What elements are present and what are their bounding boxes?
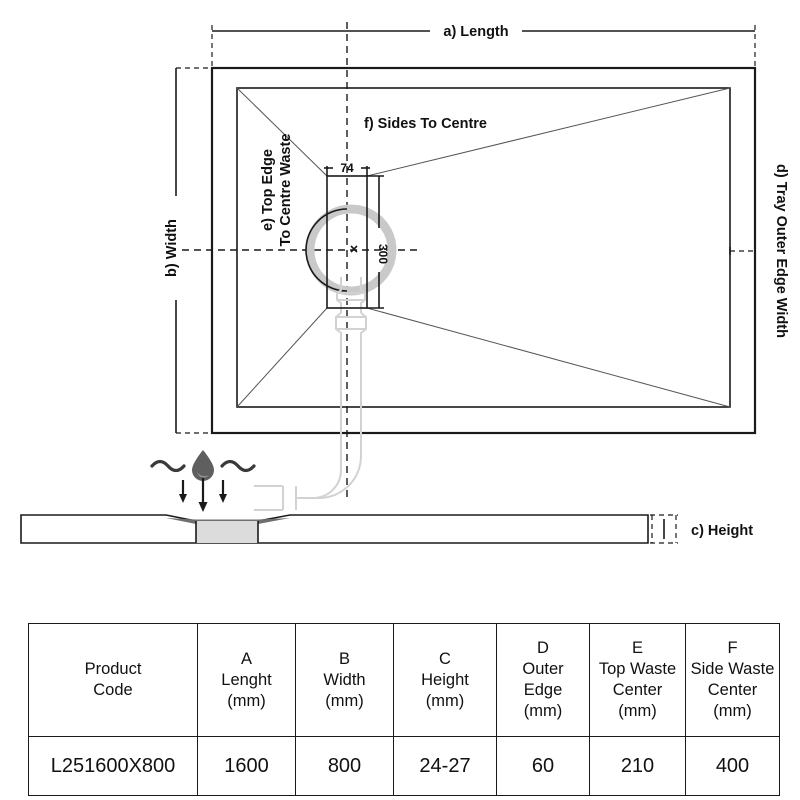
cell-product-code: L251600X800 <box>28 736 198 796</box>
waste-centre-lines <box>182 22 420 500</box>
label-top-edge-line1: e) Top Edge <box>260 149 276 231</box>
spec-table: Product Code A Lenght (mm) B Width (mm) <box>28 623 780 796</box>
drain-pipe-icon <box>254 277 367 511</box>
header-outer-edge-name: Outer <box>522 660 564 678</box>
slope-top-right <box>366 87 731 177</box>
label-top-edge-line2: To Centre Waste <box>278 134 294 247</box>
header-top-waste-letter: E <box>631 639 643 657</box>
header-outer-edge: D Outer Edge (mm) <box>496 623 590 737</box>
header-top-waste-name2: Center <box>612 681 663 699</box>
header-product-code-line2: Code <box>93 681 133 699</box>
down-arrow-icon <box>179 478 227 512</box>
header-outer-edge-unit: (mm) <box>523 702 563 720</box>
header-width-letter: B <box>338 649 350 668</box>
header-height-letter: C <box>439 649 451 668</box>
slope-lines <box>236 87 731 408</box>
header-outer-edge-letter: D <box>537 639 549 657</box>
header-length-unit: (mm) <box>227 691 266 710</box>
header-height: C Height (mm) <box>393 623 497 737</box>
label-height: c) Height <box>691 523 753 539</box>
slope-bottom-right <box>366 307 731 408</box>
tray-side-profile <box>20 514 649 544</box>
header-length: A Lenght (mm) <box>197 623 296 737</box>
header-width-unit: (mm) <box>325 691 364 710</box>
cell-top-waste-center: 210 <box>589 736 686 796</box>
height-dimension: c) Height <box>650 514 753 544</box>
header-width-name: Width <box>323 670 366 689</box>
spec-table-body: L251600X800 1600 800 24-27 60 210 400 <box>28 736 780 796</box>
drain-inner-arc <box>305 208 348 292</box>
header-top-waste-unit: (mm) <box>618 702 657 720</box>
table-header-row: Product Code A Lenght (mm) B Width (mm) <box>28 623 780 737</box>
header-product-code: Product Code <box>28 623 198 737</box>
label-sides-to-centre: f) Sides To Centre <box>364 116 487 132</box>
technical-drawing: a) Length b) Width <box>20 22 789 544</box>
header-product-code-line1: Product <box>84 660 142 678</box>
droplet-icon <box>192 450 214 481</box>
header-top-waste-center: E Top Waste Center (mm) <box>589 623 686 737</box>
waste-height-dimension: 300 <box>367 175 390 309</box>
header-side-waste-name: Side Waste <box>690 660 775 678</box>
label-tray-outer-edge-width: d) Tray Outer Edge Width <box>773 164 789 338</box>
label-top-edge-to-centre-waste: e) Top Edge To Centre Waste <box>260 134 294 247</box>
spec-table-head: Product Code A Lenght (mm) B Width (mm) <box>28 623 780 737</box>
header-outer-edge-name2: Edge <box>523 681 563 699</box>
header-side-waste-name2: Center <box>707 681 758 699</box>
tray-outer-edge-width-dimension: d) Tray Outer Edge Width <box>729 164 789 338</box>
slope-top-left <box>236 87 328 177</box>
cell-width: 800 <box>295 736 394 796</box>
header-height-unit: (mm) <box>425 691 465 710</box>
drain-outer-ring <box>305 204 397 296</box>
length-dimension: a) Length <box>211 24 756 70</box>
label-width: b) Width <box>164 219 180 277</box>
header-width: B Width (mm) <box>295 623 394 737</box>
waste-drain <box>305 204 397 296</box>
header-side-waste-unit: (mm) <box>713 702 752 720</box>
header-top-waste-name: Top Waste <box>598 660 677 678</box>
width-dimension: b) Width <box>164 67 210 434</box>
spec-table-container: Product Code A Lenght (mm) B Width (mm) <box>28 623 780 796</box>
header-height-name: Height <box>421 670 469 689</box>
label-waste-height: 300 <box>376 244 390 264</box>
centre-cross-marker <box>350 245 358 253</box>
label-waste-width: 74 <box>340 161 354 175</box>
water-waves-icon <box>150 459 256 473</box>
header-side-waste-letter: F <box>727 639 738 657</box>
waste-rectangle <box>326 175 368 309</box>
label-length: a) Length <box>443 24 508 40</box>
cell-side-waste-center: 400 <box>685 736 780 796</box>
waste-channel-section <box>196 521 258 543</box>
cell-outer-edge: 60 <box>496 736 590 796</box>
waste-width-dimension: 74 <box>324 161 370 176</box>
header-length-letter: A <box>240 649 252 668</box>
table-row: L251600X800 1600 800 24-27 60 210 400 <box>28 736 780 796</box>
slope-bottom-left <box>236 307 328 408</box>
cell-height: 24-27 <box>393 736 497 796</box>
header-length-name: Lenght <box>221 670 272 689</box>
header-side-waste-center: F Side Waste Center (mm) <box>685 623 780 737</box>
cell-length: 1600 <box>197 736 296 796</box>
